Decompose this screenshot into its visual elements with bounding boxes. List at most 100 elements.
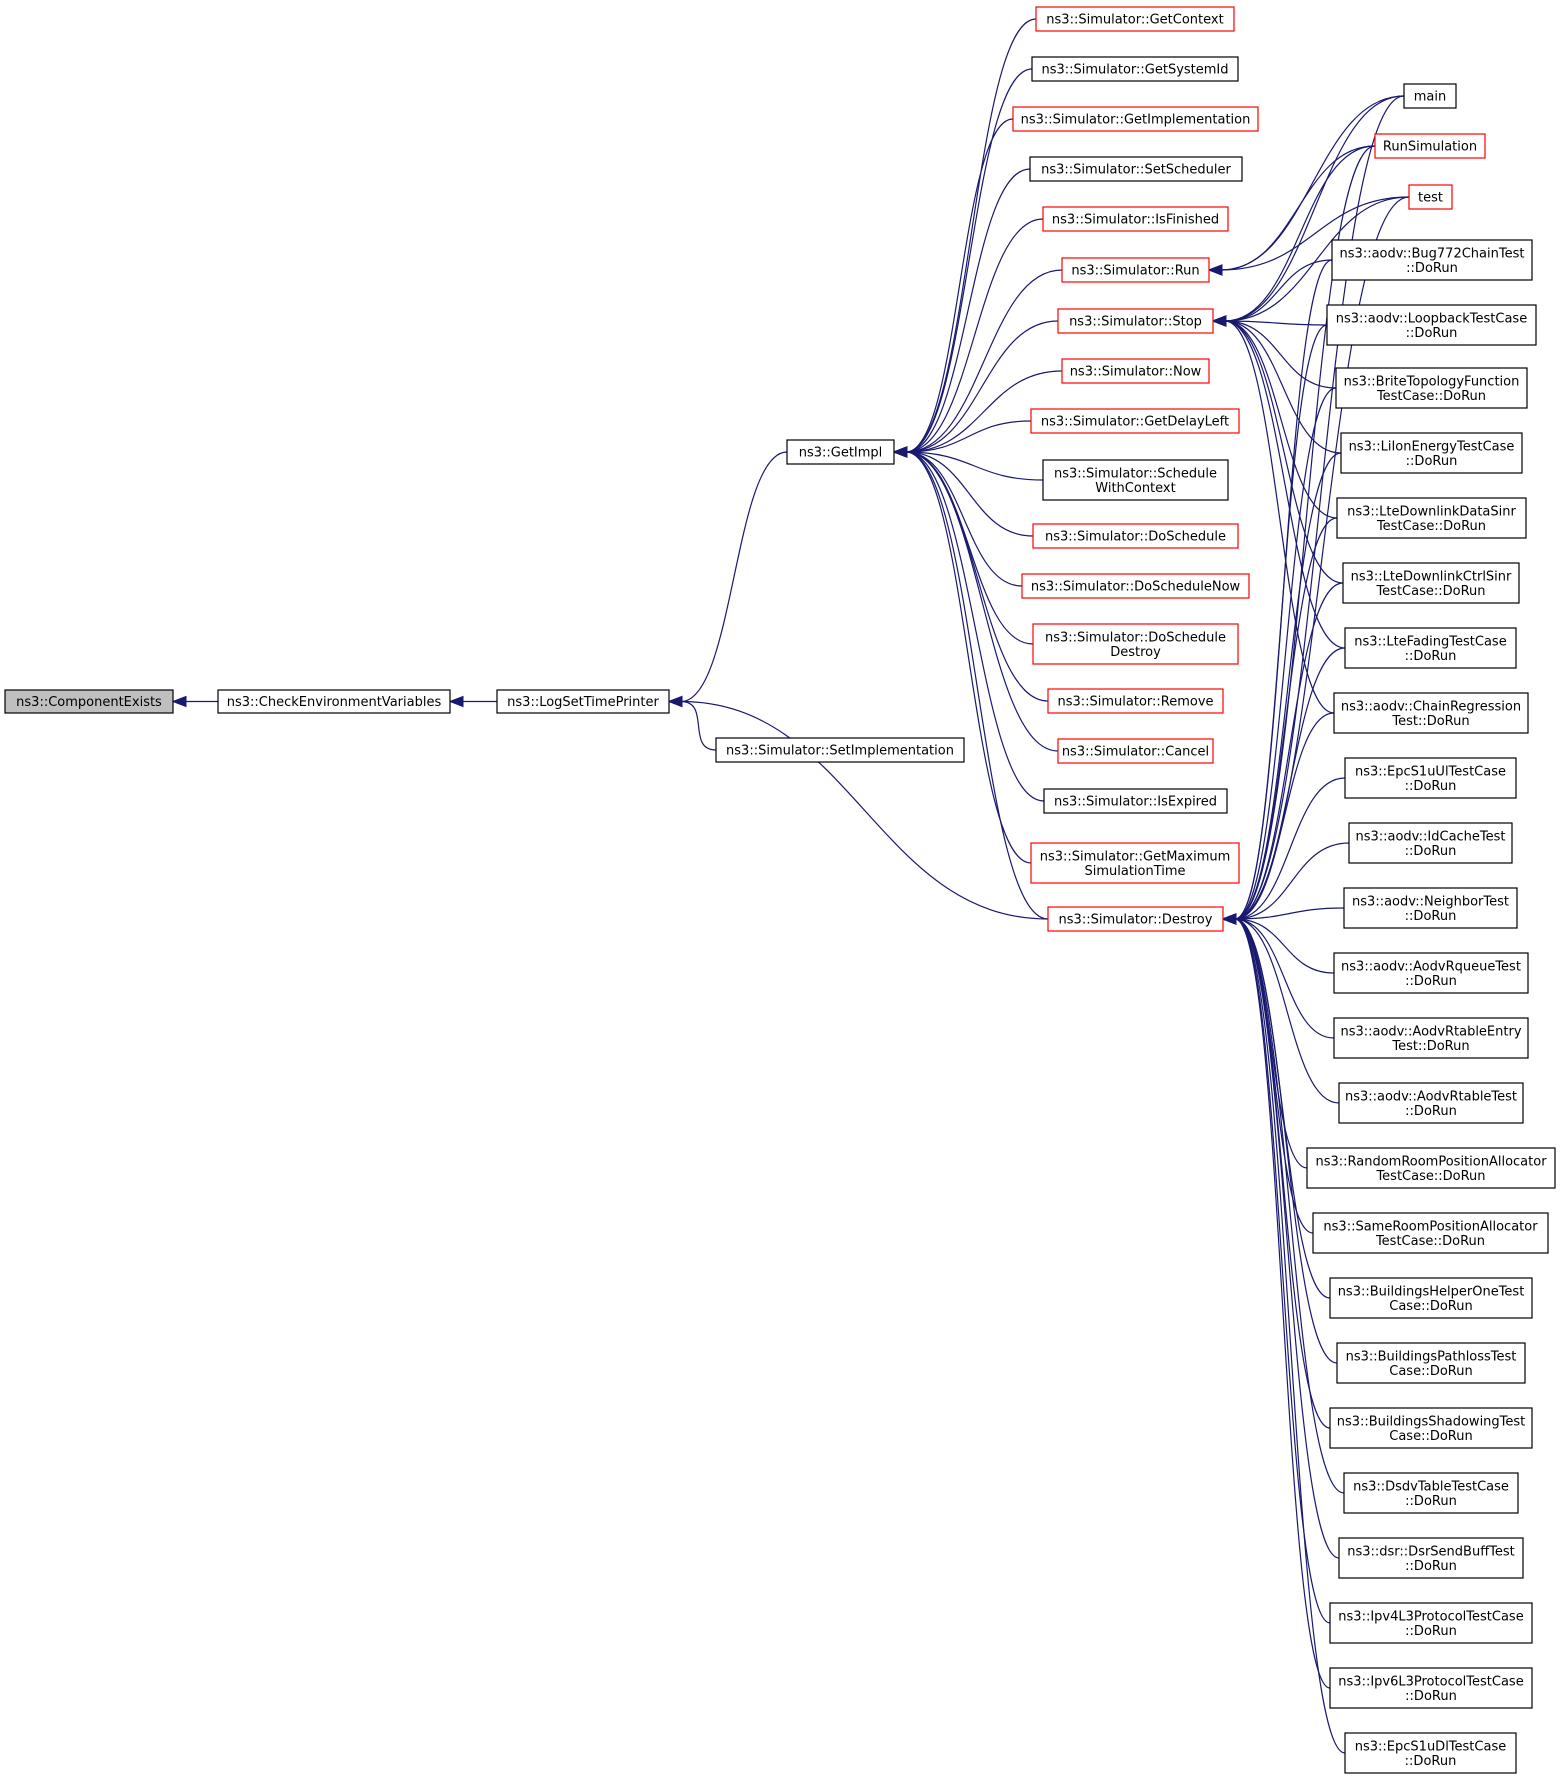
node-label: ns3::Simulator::GetImplementation bbox=[1021, 113, 1251, 128]
edge-r9-to-g7 bbox=[1224, 320, 1346, 649]
node-r6[interactable]: ns3::LiIonEnergyTestCase::DoRun bbox=[1340, 432, 1523, 474]
node-box bbox=[1338, 1082, 1524, 1124]
node-box bbox=[1374, 133, 1486, 159]
node-g2[interactable]: ns3::Simulator::GetSystemId bbox=[1031, 56, 1239, 82]
node-label: Test::DoRun bbox=[1391, 1039, 1469, 1054]
node-box bbox=[1333, 952, 1529, 994]
node-label: ns3::aodv::Bug772ChainTest bbox=[1340, 246, 1525, 261]
node-g15[interactable]: ns3::Simulator::Cancel bbox=[1057, 738, 1214, 764]
node-box bbox=[1336, 497, 1527, 539]
node-r25[interactable]: ns3::Ipv6L3ProtocolTestCase::DoRun bbox=[1329, 1667, 1533, 1709]
node-label: ::DoRun bbox=[1406, 454, 1458, 469]
edge-g10-to-n3 bbox=[905, 451, 1044, 481]
edge-g1-to-n3 bbox=[905, 18, 1037, 453]
node-g12[interactable]: ns3::Simulator::DoScheduleNow bbox=[1021, 573, 1250, 599]
node-r12[interactable]: ns3::aodv::IdCacheTest::DoRun bbox=[1348, 822, 1513, 864]
edge-g15-to-n3 bbox=[905, 451, 1059, 752]
node-box bbox=[1057, 738, 1214, 764]
edge-r22-to-g18 bbox=[1234, 918, 1345, 1494]
node-n2[interactable]: ns3::LogSetTimePrinter bbox=[496, 689, 670, 714]
edge-g6-to-n3 bbox=[905, 269, 1063, 453]
node-g1[interactable]: ns3::Simulator::GetContext bbox=[1035, 6, 1235, 32]
node-label: ns3::Simulator::SetImplementation bbox=[726, 744, 954, 759]
node-g5[interactable]: ns3::Simulator::IsFinished bbox=[1042, 206, 1229, 232]
node-label: ::DoRun bbox=[1405, 649, 1457, 664]
node-label: ns3::GetImpl bbox=[799, 446, 883, 461]
node-label: ns3::aodv::AodvRtableEntry bbox=[1340, 1024, 1521, 1039]
node-label: ns3::EpcS1uUlTestCase bbox=[1355, 764, 1506, 779]
node-n0[interactable]: ns3::ComponentExists bbox=[4, 689, 174, 714]
node-label: ns3::Simulator::DoScheduleNow bbox=[1031, 580, 1241, 595]
node-r2[interactable]: test bbox=[1408, 184, 1453, 210]
edge-r1-to-g6 bbox=[1220, 145, 1376, 271]
node-r13[interactable]: ns3::aodv::NeighborTest::DoRun bbox=[1343, 887, 1518, 929]
node-g6[interactable]: ns3::Simulator::Run bbox=[1061, 257, 1210, 283]
edge-r9-to-g18 bbox=[1234, 647, 1346, 920]
node-label: ::DoRun bbox=[1406, 261, 1458, 276]
edge-r4-to-g18 bbox=[1234, 324, 1328, 920]
node-label: ns3::Simulator::Destroy bbox=[1059, 913, 1213, 928]
node-box bbox=[4, 689, 174, 714]
node-r24[interactable]: ns3::Ipv4L3ProtocolTestCase::DoRun bbox=[1329, 1602, 1533, 1644]
node-box bbox=[496, 689, 670, 714]
node-n4[interactable]: ns3::Simulator::SetImplementation bbox=[715, 737, 965, 763]
edge-r12-to-g18 bbox=[1234, 842, 1350, 920]
edge-g11-to-n3 bbox=[905, 451, 1034, 537]
node-r3[interactable]: ns3::aodv::Bug772ChainTest::DoRun bbox=[1331, 239, 1533, 281]
node-g18[interactable]: ns3::Simulator::Destroy bbox=[1047, 906, 1224, 932]
node-r11[interactable]: ns3::EpcS1uUlTestCase::DoRun bbox=[1344, 757, 1517, 799]
node-r16[interactable]: ns3::aodv::AodvRtableTest::DoRun bbox=[1338, 1082, 1524, 1124]
node-g11[interactable]: ns3::Simulator::DoSchedule bbox=[1032, 523, 1239, 549]
node-box bbox=[1030, 842, 1240, 884]
node-n1[interactable]: ns3::CheckEnvironmentVariables bbox=[217, 689, 451, 714]
edge-n4-to-n2 bbox=[680, 700, 717, 751]
node-label: ns3::CheckEnvironmentVariables bbox=[227, 695, 442, 710]
node-g4[interactable]: ns3::Simulator::SetScheduler bbox=[1029, 156, 1243, 182]
edge-g8-to-n3 bbox=[905, 370, 1063, 453]
edge-r5-to-g18 bbox=[1234, 387, 1337, 920]
node-label: ::DoRun bbox=[1405, 1559, 1457, 1574]
node-g16[interactable]: ns3::Simulator::IsExpired bbox=[1043, 788, 1228, 814]
node-box bbox=[1047, 688, 1224, 714]
node-r14[interactable]: ns3::aodv::AodvRqueueTest::DoRun bbox=[1333, 952, 1529, 994]
node-g8[interactable]: ns3::Simulator::Now bbox=[1061, 358, 1210, 384]
node-r0[interactable]: main bbox=[1403, 83, 1457, 109]
node-label: ns3::BuildingsHelperOneTest bbox=[1338, 1284, 1525, 1299]
node-g3[interactable]: ns3::Simulator::GetImplementation bbox=[1012, 106, 1259, 132]
node-g14[interactable]: ns3::Simulator::Remove bbox=[1047, 688, 1224, 714]
node-label: ::DoRun bbox=[1406, 326, 1458, 341]
edge-r23-to-g18 bbox=[1234, 918, 1340, 1559]
node-label: WithContext bbox=[1095, 481, 1175, 496]
arrowhead-r26-to-g18 bbox=[1221, 913, 1237, 925]
node-box bbox=[1030, 408, 1240, 434]
node-label: ::DoRun bbox=[1405, 844, 1457, 859]
node-r1[interactable]: RunSimulation bbox=[1374, 133, 1486, 159]
node-r5[interactable]: ns3::BriteTopologyFunctionTestCase::DoRu… bbox=[1335, 367, 1528, 409]
node-r26[interactable]: ns3::EpcS1uDlTestCase::DoRun bbox=[1344, 1732, 1517, 1774]
node-r4[interactable]: ns3::aodv::LoopbackTestCase::DoRun bbox=[1326, 304, 1537, 346]
node-g9[interactable]: ns3::Simulator::GetDelayLeft bbox=[1030, 408, 1240, 434]
node-label: ns3::Simulator::IsExpired bbox=[1054, 795, 1217, 810]
node-r17[interactable]: ns3::RandomRoomPositionAllocatorTestCase… bbox=[1306, 1147, 1556, 1189]
node-n3[interactable]: ns3::GetImpl bbox=[786, 439, 895, 465]
node-g7[interactable]: ns3::Simulator::Stop bbox=[1057, 308, 1214, 334]
node-r18[interactable]: ns3::SameRoomPositionAllocatorTestCase::… bbox=[1312, 1212, 1549, 1254]
node-r23[interactable]: ns3::dsr::DsrSendBuffTest::DoRun bbox=[1338, 1537, 1524, 1579]
node-r9[interactable]: ns3::LteFadingTestCase::DoRun bbox=[1344, 627, 1517, 669]
node-label: TestCase::DoRun bbox=[1375, 1169, 1485, 1184]
arrowhead-g18-to-n3 bbox=[892, 446, 908, 458]
node-r22[interactable]: ns3::DsdvTableTestCase::DoRun bbox=[1343, 1472, 1519, 1514]
node-label: Test::DoRun bbox=[1391, 714, 1469, 729]
node-label: Case::DoRun bbox=[1389, 1364, 1472, 1379]
edge-g2-to-n3 bbox=[905, 68, 1033, 453]
